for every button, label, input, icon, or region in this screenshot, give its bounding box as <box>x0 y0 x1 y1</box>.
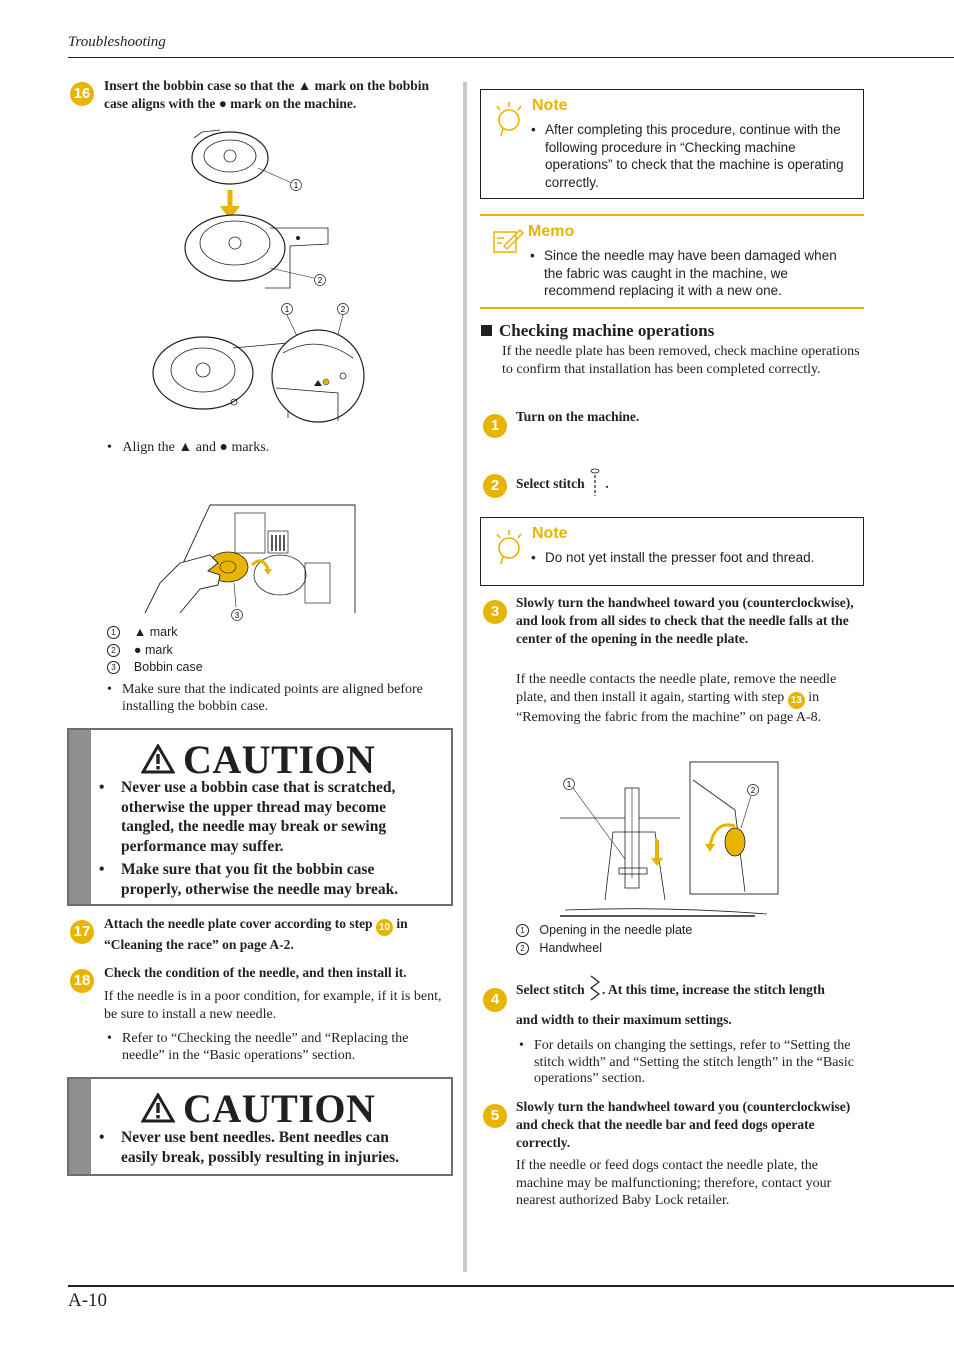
note-text: After completing this procedure, continu… <box>531 121 851 191</box>
step-17-text: Attach the needle plate cover according … <box>104 916 408 952</box>
legend-item: 2 ● mark <box>107 642 437 660</box>
note-box-2: Note Do not yet install the presser foot… <box>480 517 864 586</box>
hand-inserting-bobbin-illustration: 3 <box>144 504 356 621</box>
caution-box-1: CAUTION Never use a bobbin case that is … <box>67 728 453 906</box>
square-bullet-icon <box>481 325 492 336</box>
triangle-mark-icon: ▲ <box>178 440 193 455</box>
circle-mark-icon: ● <box>218 96 227 111</box>
step-5-text: Slowly turn the handwheel toward you (co… <box>516 1099 851 1150</box>
step-16-text: Insert the bobbin case so that the ▲ mar… <box>104 78 430 111</box>
pencil-memo-icon <box>493 228 524 253</box>
caution-list: Never use bent needles. Bent needles can… <box>99 1128 429 1171</box>
callout-2: 2 <box>318 276 323 285</box>
triangle-mark-icon: ▲ <box>297 78 312 93</box>
caution-box-2: CAUTION Never use bent needles. Bent nee… <box>67 1077 453 1176</box>
step-4-bullet: For details on changing the settings, re… <box>519 1038 864 1088</box>
step-3-body: If the needle contacts the needle plate,… <box>516 672 837 725</box>
page-number: A-10 <box>68 1290 108 1311</box>
running-header: Troubleshooting <box>68 34 166 50</box>
step-5-number: 5 <box>483 1104 507 1128</box>
memo-box: Memo Since the needle may have been dama… <box>480 214 864 309</box>
step-3-number: 3 <box>483 600 507 624</box>
callout-2: 2 <box>341 305 346 314</box>
legend-item: 1 Opening in the needle plate <box>516 922 816 940</box>
step-5-body: If the needle or feed dogs contact the n… <box>516 1158 832 1208</box>
lightbulb-icon <box>496 530 522 565</box>
straight-stitch-icon <box>590 468 600 496</box>
step-16-number: 16 <box>70 82 94 106</box>
section-heading: Checking machine operations <box>481 321 714 341</box>
caution-title: CAUTION <box>183 1086 376 1131</box>
warning-triangle-icon <box>141 1093 175 1123</box>
warning-triangle-icon <box>141 744 175 774</box>
circle-mark-icon: ● <box>219 440 228 455</box>
legend-item: 2 Handwheel <box>516 940 816 958</box>
note-title: Note <box>532 525 568 542</box>
memo-text: Since the needle may have been damaged w… <box>530 247 855 300</box>
column-divider <box>463 82 467 1272</box>
illustration-legend: 1 ▲ mark 2 ● mark 3 Bobbin case <box>107 624 437 677</box>
callout-2: 2 <box>751 786 756 795</box>
step-1-number: 1 <box>483 414 507 438</box>
callout-1: 1 <box>285 305 290 314</box>
step-4-text-continued: and width to their maximum settings. <box>516 1012 732 1027</box>
bobbin-case-insertion-illustration: 1 2 <box>184 129 329 289</box>
needle-plate-handwheel-illustration: 1 2 <box>560 761 779 917</box>
header-rule <box>68 57 954 58</box>
step-1-text: Turn on the machine. <box>516 409 640 424</box>
note-text: Do not yet install the presser foot and … <box>531 549 851 567</box>
caution-item: Make sure that you fit the bobbin case p… <box>99 860 429 899</box>
caution-item: Never use bent needles. Bent needles can… <box>99 1128 429 1167</box>
zigzag-stitch-icon <box>589 975 600 1001</box>
step-18-bullet: Refer to “Checking the needle” and “Repl… <box>107 1031 442 1064</box>
caution-bar <box>69 1079 91 1174</box>
caution-item: Never use a bobbin case that is scratche… <box>99 778 429 856</box>
legend-item: 3 Bobbin case <box>107 659 437 677</box>
step-ref-badge: 13 <box>787 691 805 709</box>
callout-3: 3 <box>235 611 240 620</box>
step-18-number: 18 <box>70 969 94 993</box>
caution-title: CAUTION <box>183 737 376 782</box>
step-3-text: Slowly turn the handwheel toward you (co… <box>516 595 854 646</box>
step-4-number: 4 <box>483 988 507 1012</box>
caution-bar <box>69 730 91 904</box>
step-4-text: Select stitch . At this time, increase t… <box>516 974 864 1004</box>
align-marks-bullet: • Align the ▲ and ● marks. <box>107 440 270 455</box>
callout-1: 1 <box>294 181 299 190</box>
step-2-text: Select stitch . <box>516 468 609 498</box>
make-sure-bullet: Make sure that the indicated points are … <box>107 682 427 715</box>
callout-1: 1 <box>567 780 572 789</box>
legend-item: 1 ▲ mark <box>107 624 437 642</box>
footer-rule <box>68 1285 954 1287</box>
step-18-body: If the needle is in a poor condition, fo… <box>104 989 442 1022</box>
step-18-text: Check the condition of the needle, and t… <box>104 965 407 980</box>
bobbin-alignment-detail-illustration: 1 2 <box>152 303 365 423</box>
step-2-number: 2 <box>483 474 507 498</box>
illustration-legend-2: 1 Opening in the needle plate 2 Handwhee… <box>516 922 816 957</box>
triangle-mark-icon: ▲ <box>133 625 147 639</box>
step-17-number: 17 <box>70 920 94 944</box>
note-box-1: Note After completing this procedure, co… <box>480 89 864 199</box>
caution-list: Never use a bobbin case that is scratche… <box>99 778 429 903</box>
lightbulb-icon <box>496 102 522 137</box>
step-ref-badge: 10 <box>375 919 393 936</box>
section-body: If the needle plate has been removed, ch… <box>502 344 860 377</box>
memo-title: Memo <box>528 223 575 240</box>
note-title: Note <box>532 97 568 114</box>
circle-mark-icon: ● <box>133 642 142 657</box>
